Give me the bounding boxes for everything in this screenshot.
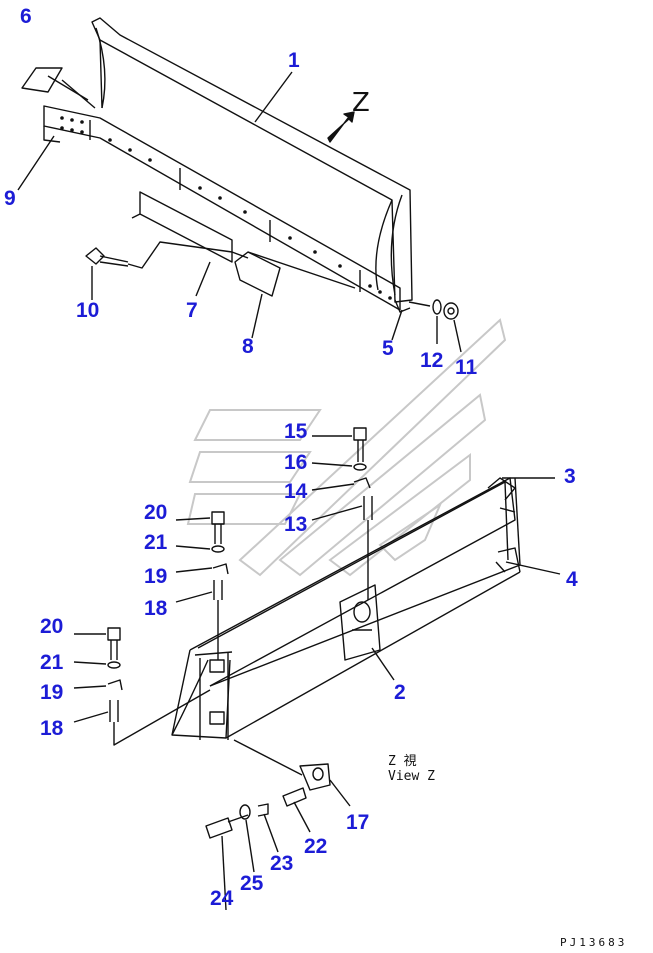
callout-24[interactable]: 24: [210, 887, 234, 910]
callout-20-lower[interactable]: 20: [40, 615, 64, 638]
cutting-edge-holes: [60, 116, 392, 300]
callout-13[interactable]: 13: [284, 513, 308, 536]
callout-19-lower[interactable]: 19: [40, 681, 64, 704]
view-z-marker: Z: [352, 88, 370, 118]
callout-18-upper[interactable]: 18: [144, 597, 168, 620]
view-z-note-line2: View Z: [388, 768, 435, 784]
blade-assembly-upper: [43, 17, 413, 313]
callout-9[interactable]: 9: [4, 187, 16, 210]
drawing-code: PJ13683: [560, 936, 628, 949]
callout-6[interactable]: 6: [20, 5, 32, 28]
callout-3[interactable]: 3: [564, 465, 576, 488]
callout-1[interactable]: 1: [288, 49, 300, 72]
view-z-note-line1: Z 視: [388, 754, 417, 769]
callout-12[interactable]: 12: [420, 349, 444, 372]
callout-8[interactable]: 8: [242, 335, 254, 358]
callout-15[interactable]: 15: [284, 420, 308, 443]
callout-10[interactable]: 10: [76, 299, 100, 322]
callout-19-upper[interactable]: 19: [144, 565, 168, 588]
callout-11[interactable]: 11: [455, 356, 478, 379]
callout-20-upper[interactable]: 20: [144, 501, 168, 524]
callout-17[interactable]: 17: [346, 811, 370, 834]
plow-bolt: [85, 241, 233, 269]
callout-16[interactable]: 16: [284, 451, 308, 474]
callout-7[interactable]: 7: [186, 299, 198, 322]
callout-4[interactable]: 4: [566, 568, 578, 591]
callout-25[interactable]: 25: [240, 872, 264, 895]
blade-assembly-lower: [171, 477, 521, 740]
cutting-edge-plates: [131, 191, 356, 297]
callout-14[interactable]: 14: [284, 480, 308, 503]
callout-21-lower[interactable]: 21: [40, 651, 64, 674]
view-z-arrow: [327, 111, 355, 143]
callout-21-upper[interactable]: 21: [144, 531, 168, 554]
callout-23[interactable]: 23: [270, 852, 294, 875]
view-z-note: Z 視 View Z: [388, 754, 435, 785]
callout-18-lower[interactable]: 18: [40, 717, 64, 740]
callout-2[interactable]: 2: [394, 681, 406, 704]
callout-5[interactable]: 5: [382, 337, 394, 360]
callout-22[interactable]: 22: [304, 835, 328, 858]
watermark-logo: [186, 318, 507, 577]
end-bit-plate: [21, 67, 63, 93]
